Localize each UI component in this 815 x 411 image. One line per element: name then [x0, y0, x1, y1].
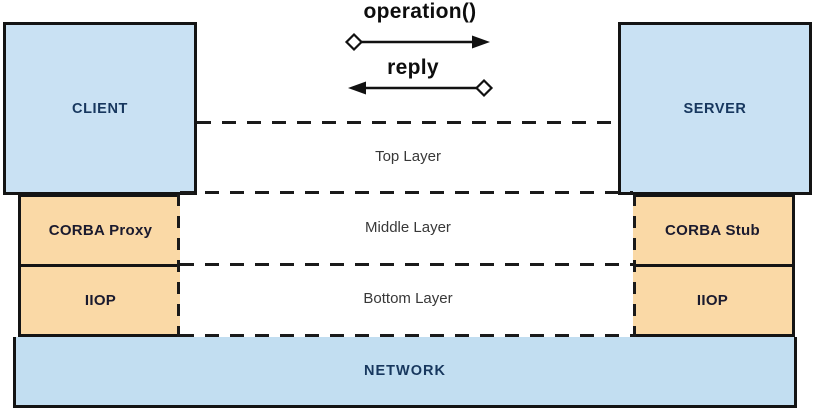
client-label: CLIENT — [72, 100, 128, 117]
layer-separator-top — [197, 121, 620, 124]
top-layer-label: Top Layer — [375, 148, 441, 165]
corba-proxy-label: CORBA Proxy — [48, 222, 153, 239]
arrowhead-right-icon — [472, 35, 490, 49]
network-label: NETWORK — [364, 363, 446, 379]
network-box: NETWORK — [13, 337, 797, 408]
iiop-server-label: IIOP — [696, 292, 729, 309]
layer-separator-middle-lower — [180, 263, 633, 266]
arrowhead-left-icon — [348, 81, 366, 95]
operation-request-arrow — [344, 32, 490, 52]
client-protocol-stack: CORBA Proxy IIOP — [18, 194, 180, 337]
iiop-server-box: IIOP — [633, 267, 792, 334]
open-diamond-icon — [344, 32, 364, 52]
server-label: SERVER — [683, 100, 747, 117]
server-box: SERVER — [618, 22, 812, 195]
stack-divider — [21, 264, 180, 267]
corba-stub-box: CORBA Stub — [633, 197, 792, 264]
stack-divider — [633, 264, 792, 267]
corba-proxy-box: CORBA Proxy — [21, 197, 180, 264]
server-protocol-stack: CORBA Stub IIOP — [633, 194, 795, 337]
operation-message-label: operation() — [363, 0, 477, 23]
reply-message-label: reply — [387, 56, 439, 79]
iiop-client-box: IIOP — [21, 267, 180, 334]
open-diamond-icon — [474, 78, 494, 98]
corba-stub-label: CORBA Stub — [665, 222, 760, 239]
reply-arrow — [348, 78, 494, 98]
layer-separator-bottom — [180, 334, 633, 337]
layer-separator-middle-upper — [180, 191, 633, 194]
iiop-client-label: IIOP — [84, 292, 117, 309]
middle-layer-label: Middle Layer — [365, 219, 451, 236]
client-box: CLIENT — [3, 22, 197, 195]
bottom-layer-label: Bottom Layer — [363, 290, 453, 307]
client-stack-dashed-edge — [177, 194, 180, 337]
server-stack-dashed-edge — [633, 194, 636, 337]
